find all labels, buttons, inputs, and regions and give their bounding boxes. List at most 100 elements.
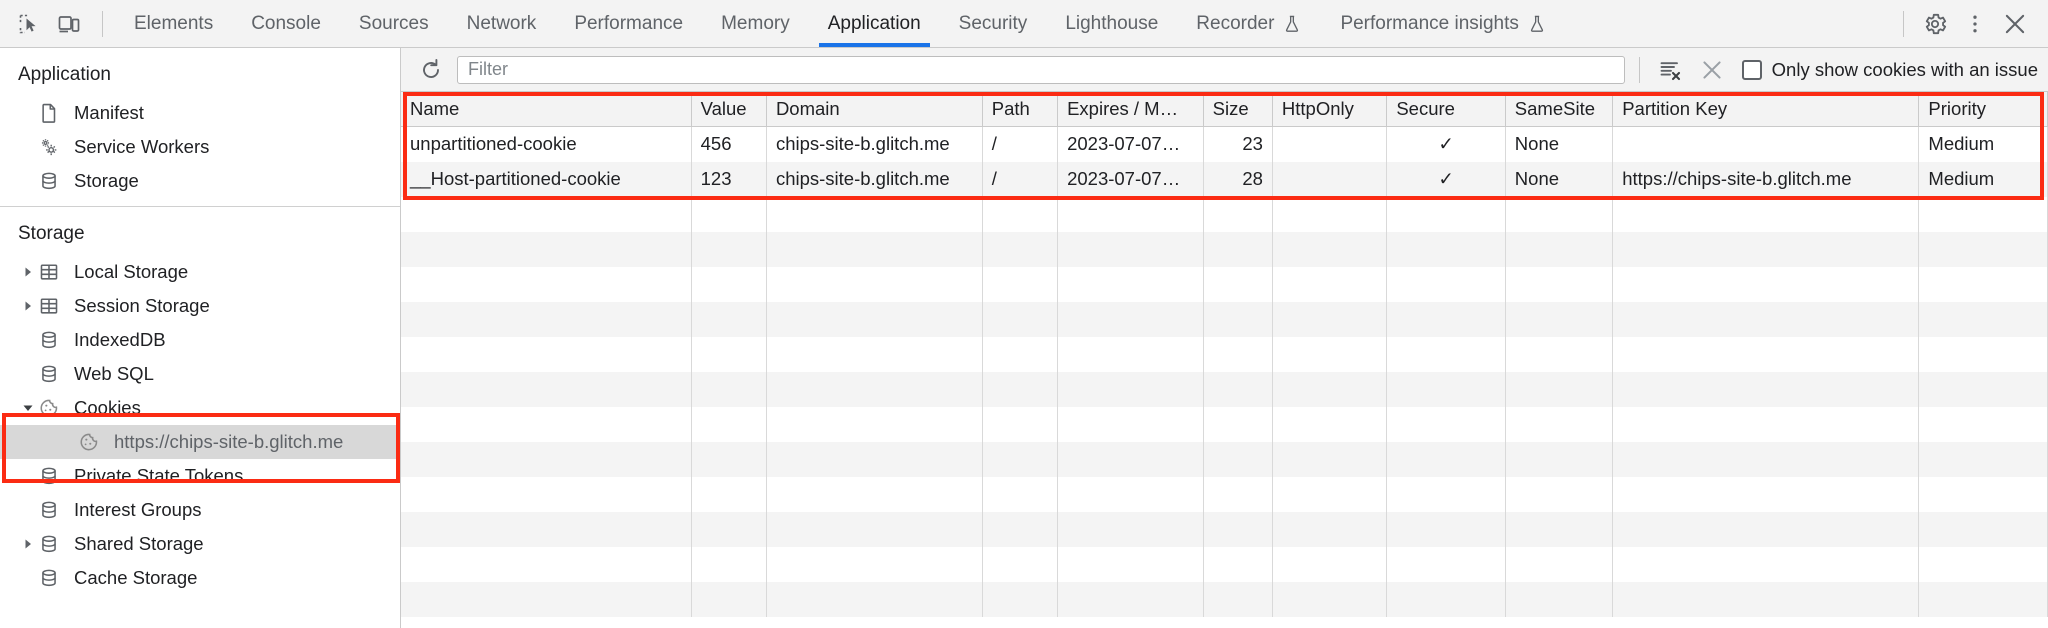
tab-security[interactable]: Security	[940, 0, 1047, 47]
device-toolbar-icon[interactable]	[50, 5, 88, 43]
sidebar-item-label: Local Storage	[74, 261, 189, 282]
filler-cell	[1203, 406, 1273, 442]
tab-sources[interactable]: Sources	[340, 0, 448, 47]
cell-name[interactable]: __Host-partitioned-cookie	[401, 161, 692, 197]
chevron-right-icon[interactable]	[18, 300, 38, 312]
sidebar-item-private-state-tokens[interactable]: Private State Tokens	[0, 459, 400, 493]
tab-performance-insights[interactable]: Performance insights	[1321, 0, 1565, 47]
column-header-path[interactable]: Path	[982, 92, 1059, 127]
filler-cell	[1612, 231, 1920, 267]
database-icon	[38, 363, 66, 385]
filler-cell	[1203, 336, 1273, 372]
filler-cell	[1612, 546, 1920, 582]
filler-cell	[1386, 546, 1506, 582]
only-issues-checkbox[interactable]	[1741, 59, 1762, 80]
cell-priority[interactable]: Medium	[1918, 126, 2048, 162]
column-header-samesite[interactable]: SameSite	[1505, 92, 1614, 127]
more-options-icon[interactable]	[1956, 5, 1994, 43]
chevron-right-icon[interactable]	[18, 538, 38, 550]
sidebar-item-session-storage[interactable]: Session Storage	[0, 289, 400, 323]
database-icon	[38, 533, 66, 555]
column-header-name[interactable]: Name	[401, 92, 692, 127]
cell-partitionkey[interactable]: https://chips-site-b.glitch.me	[1612, 161, 1920, 197]
only-issues-label: Only show cookies with an issue	[1771, 58, 2038, 80]
tab-recorder[interactable]: Recorder	[1177, 0, 1321, 47]
sidebar-item-indexeddb[interactable]: IndexedDB	[0, 323, 400, 357]
sidebar-item-cache-storage[interactable]: Cache Storage	[0, 561, 400, 595]
sidebar-item-interest-groups[interactable]: Interest Groups	[0, 493, 400, 527]
sidebar-item-local-storage[interactable]: Local Storage	[0, 255, 400, 289]
column-header-expires[interactable]: Expires / M…	[1057, 92, 1204, 127]
only-issues-checkbox-row[interactable]: Only show cookies with an issue	[1738, 59, 2038, 81]
flask-icon	[1282, 14, 1302, 34]
filler-cell	[1272, 196, 1388, 232]
cell-httponly[interactable]	[1272, 161, 1388, 197]
column-header-size[interactable]: Size	[1203, 92, 1273, 127]
chevron-down-icon[interactable]	[18, 402, 38, 414]
tab-performance[interactable]: Performance	[555, 0, 702, 47]
filler-cell	[1918, 371, 2048, 407]
filter-input[interactable]	[457, 55, 1625, 84]
cell-path[interactable]: /	[982, 161, 1059, 197]
sidebar-item-storage[interactable]: Storage	[0, 164, 400, 198]
tab-application[interactable]: Application	[809, 0, 940, 47]
column-header-domain[interactable]: Domain	[766, 92, 983, 127]
tab-network[interactable]: Network	[448, 0, 556, 47]
column-header-secure[interactable]: Secure	[1386, 92, 1506, 127]
flask-icon	[1527, 14, 1547, 34]
sidebar-item-https-chips-site-b-glitch-me[interactable]: https://chips-site-b.glitch.me	[0, 425, 400, 459]
cell-expires[interactable]: 2023-07-07…	[1057, 126, 1204, 162]
tab-elements[interactable]: Elements	[115, 0, 232, 47]
tab-memory[interactable]: Memory	[702, 0, 809, 47]
sidebar-item-manifest[interactable]: Manifest	[0, 96, 400, 130]
filler-cell	[1203, 266, 1273, 302]
tab-lighthouse[interactable]: Lighthouse	[1046, 0, 1177, 47]
sidebar-item-cookies[interactable]: Cookies	[0, 391, 400, 425]
cell-partitionkey[interactable]	[1612, 126, 1920, 162]
table-filler-row	[401, 371, 2048, 407]
cell-secure[interactable]: ✓	[1386, 126, 1506, 162]
column-header-priority[interactable]: Priority	[1918, 92, 2048, 127]
tab-label: Console	[251, 12, 321, 34]
filler-cell	[1505, 441, 1614, 477]
filler-cell	[1612, 371, 1920, 407]
cell-value[interactable]: 123	[691, 161, 767, 197]
inspect-element-icon[interactable]	[10, 5, 48, 43]
sidebar-item-web-sql[interactable]: Web SQL	[0, 357, 400, 391]
close-icon[interactable]	[1996, 5, 2034, 43]
filler-cell	[1918, 336, 2048, 372]
clear-filter-icon[interactable]	[1654, 54, 1686, 86]
column-header-httponly[interactable]: HttpOnly	[1272, 92, 1388, 127]
cell-secure[interactable]: ✓	[1386, 161, 1506, 197]
cell-name[interactable]: unpartitioned-cookie	[401, 126, 692, 162]
cell-expires[interactable]: 2023-07-07…	[1057, 161, 1204, 197]
cell-size[interactable]: 23	[1203, 126, 1273, 162]
gear-icon[interactable]	[1916, 5, 1954, 43]
sidebar-item-shared-storage[interactable]: Shared Storage	[0, 527, 400, 561]
filler-cell	[982, 371, 1059, 407]
filler-cell	[1918, 511, 2048, 547]
refresh-icon[interactable]	[415, 54, 447, 86]
cell-size[interactable]: 28	[1203, 161, 1273, 197]
filler-cell	[766, 546, 983, 582]
table-filler-row	[401, 231, 2048, 267]
chevron-right-icon[interactable]	[18, 266, 38, 278]
cell-path[interactable]: /	[982, 126, 1059, 162]
cell-domain[interactable]: chips-site-b.glitch.me	[766, 161, 983, 197]
column-header-value[interactable]: Value	[691, 92, 767, 127]
cell-value[interactable]: 456	[691, 126, 767, 162]
cell-httponly[interactable]	[1272, 126, 1388, 162]
tab-console[interactable]: Console	[232, 0, 340, 47]
filler-cell	[1203, 441, 1273, 477]
sidebar-item-service-workers[interactable]: Service Workers	[0, 130, 400, 164]
database-icon	[38, 499, 66, 521]
column-header-partitionkey[interactable]: Partition Key	[1612, 92, 1920, 127]
cell-priority[interactable]: Medium	[1918, 161, 2048, 197]
cell-samesite[interactable]: None	[1505, 161, 1614, 197]
sidebar-item-label: Storage	[74, 170, 139, 191]
cell-samesite[interactable]: None	[1505, 126, 1614, 162]
cell-domain[interactable]: chips-site-b.glitch.me	[766, 126, 983, 162]
clear-all-x-icon[interactable]	[1696, 54, 1728, 86]
